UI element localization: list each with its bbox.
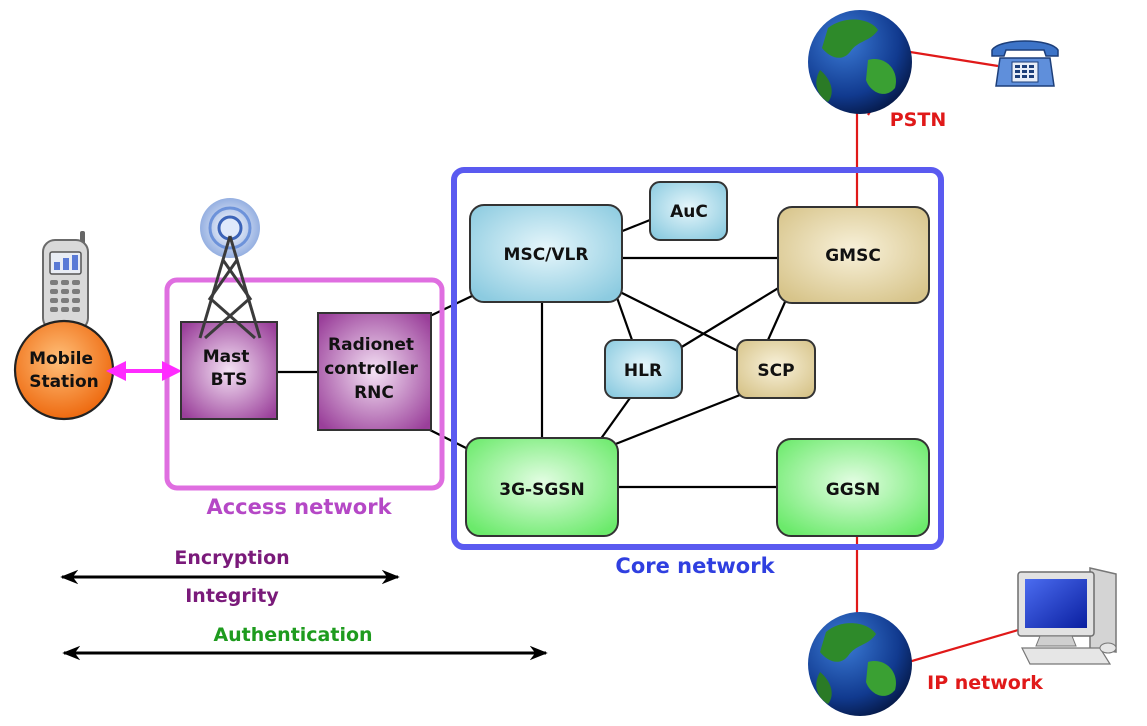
link-gmsc-hlr bbox=[679, 283, 786, 349]
link-msc-auc bbox=[619, 218, 651, 234]
link-rnc-sgsn bbox=[429, 429, 471, 451]
rnc-label-3: RNC bbox=[354, 383, 394, 403]
scp-label: SCP bbox=[757, 361, 794, 381]
core-links bbox=[277, 218, 787, 489]
hlr-label: HLR bbox=[624, 361, 662, 381]
sgsn-node bbox=[465, 437, 619, 537]
globe-icon bbox=[808, 10, 912, 114]
rnc-node bbox=[317, 312, 432, 431]
svg-text:Mobile Station: Mobile Station bbox=[29, 349, 99, 392]
mobile-station-label-2: Station bbox=[29, 372, 99, 392]
authentication-label: Authentication bbox=[213, 624, 372, 646]
radio-mast-icon bbox=[198, 198, 262, 340]
msc-vlr-label: MSC/VLR bbox=[504, 245, 589, 265]
telephone-icon bbox=[991, 40, 1059, 87]
core-network-label: Core network bbox=[615, 554, 775, 578]
access-network-frame bbox=[164, 277, 445, 491]
auc-label: AuC bbox=[670, 202, 708, 222]
external-links bbox=[834, 38, 1026, 670]
svg-text:Radionet controller RN: Radionet controller RNC bbox=[324, 335, 424, 403]
link-scp-sgsn bbox=[607, 393, 741, 449]
link-hlr-sgsn bbox=[599, 397, 631, 441]
mobile-station-label-1: Mobile bbox=[29, 349, 93, 369]
ggsn-node bbox=[776, 438, 930, 537]
mobile-phone-icon bbox=[42, 231, 89, 331]
gmsc-label: GMSC bbox=[825, 246, 881, 266]
hlr-node bbox=[604, 339, 683, 399]
integrity-label: Integrity bbox=[185, 585, 279, 607]
rnc-label-2: controller bbox=[324, 359, 418, 379]
rnc-label-1: Radionet bbox=[328, 335, 414, 355]
bts-label-2: BTS bbox=[211, 370, 248, 390]
encryption-label: Encryption bbox=[174, 547, 289, 569]
auc-node bbox=[649, 181, 728, 241]
core-network-frame bbox=[451, 167, 944, 550]
link-msc-hlr bbox=[613, 291, 634, 341]
link-gmsc-scp bbox=[766, 301, 787, 341]
bts-label-1: Mast bbox=[203, 347, 250, 367]
sgsn-label: 3G-SGSN bbox=[499, 480, 585, 500]
msc-vlr-node bbox=[469, 204, 623, 303]
scp-node bbox=[736, 339, 816, 399]
access-network-label: Access network bbox=[206, 495, 392, 519]
ip-network-label: IP network bbox=[927, 672, 1043, 694]
svg-text:Mast BTS: Mast BTS bbox=[203, 347, 256, 390]
pstn-label: PSTN bbox=[890, 109, 946, 131]
gmsc-node bbox=[777, 206, 930, 304]
mobile-station-node bbox=[13, 319, 115, 421]
globe-icon bbox=[808, 612, 912, 716]
bts-node bbox=[180, 321, 278, 420]
computer-icon bbox=[1017, 567, 1117, 665]
ggsn-label: GGSN bbox=[826, 480, 880, 500]
